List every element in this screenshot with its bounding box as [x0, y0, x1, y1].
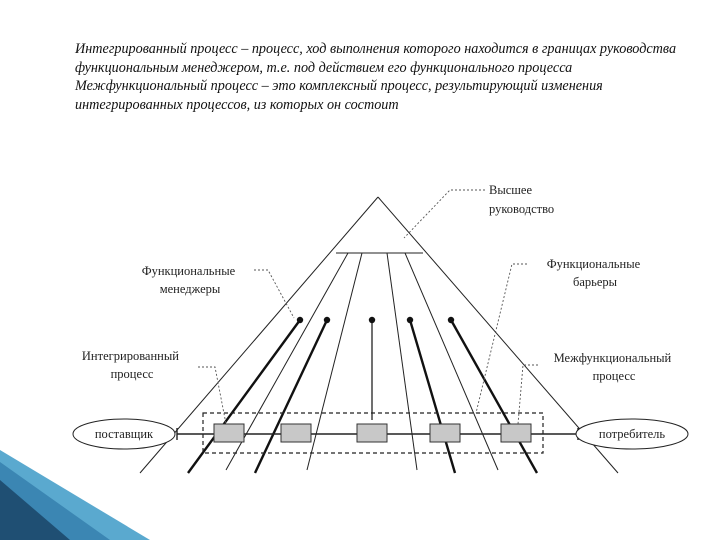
manager-dot [323, 316, 331, 324]
process-box [429, 423, 461, 443]
leader-top-management [403, 189, 485, 239]
leader-functional-managers [254, 269, 295, 319]
supplier-label: поставщик [95, 427, 154, 441]
supplier-ellipse [72, 418, 176, 450]
process-box [213, 423, 245, 443]
corner-decoration [0, 450, 150, 540]
manager-dot [296, 316, 304, 324]
pyramid-right-edge [377, 196, 619, 474]
leader-lines [198, 189, 538, 425]
leader-cross-functional [517, 364, 538, 425]
leader-integrated-process [198, 366, 227, 425]
process-box [500, 423, 532, 443]
definition-cross-functional: Межфункциональный процесс – это комплекс… [75, 78, 603, 113]
top-management-label: Высшее руководство [489, 183, 554, 216]
text-block: Интегрированный процесс – процесс, ход в… [75, 40, 700, 114]
leader-functional-barriers [475, 263, 527, 414]
barrier-line [306, 252, 363, 471]
pyramid-left-edge [139, 196, 379, 474]
consumer-label: потребитель [599, 427, 665, 441]
process-box [280, 423, 312, 443]
process-boxes [213, 423, 532, 443]
manager-dot [368, 316, 376, 324]
consumer-ellipse [575, 418, 689, 450]
functional-managers-label: Функциональные менеджеры [142, 264, 239, 296]
manager-dot [406, 316, 414, 324]
cross-functional-process-label: Межфункциональный процесс [554, 351, 675, 383]
functional-managers [187, 316, 539, 474]
manager-dot [447, 316, 455, 324]
definition-integrated: Интегрированный процесс – процесс, ход в… [75, 41, 677, 76]
process-box [356, 423, 388, 443]
cross-functional-boundary [202, 412, 544, 454]
barrier-line [386, 252, 418, 471]
integrated-process-label: Интегрированный процесс [82, 349, 182, 381]
functional-barriers-label: Функциональные барьеры [547, 257, 644, 289]
